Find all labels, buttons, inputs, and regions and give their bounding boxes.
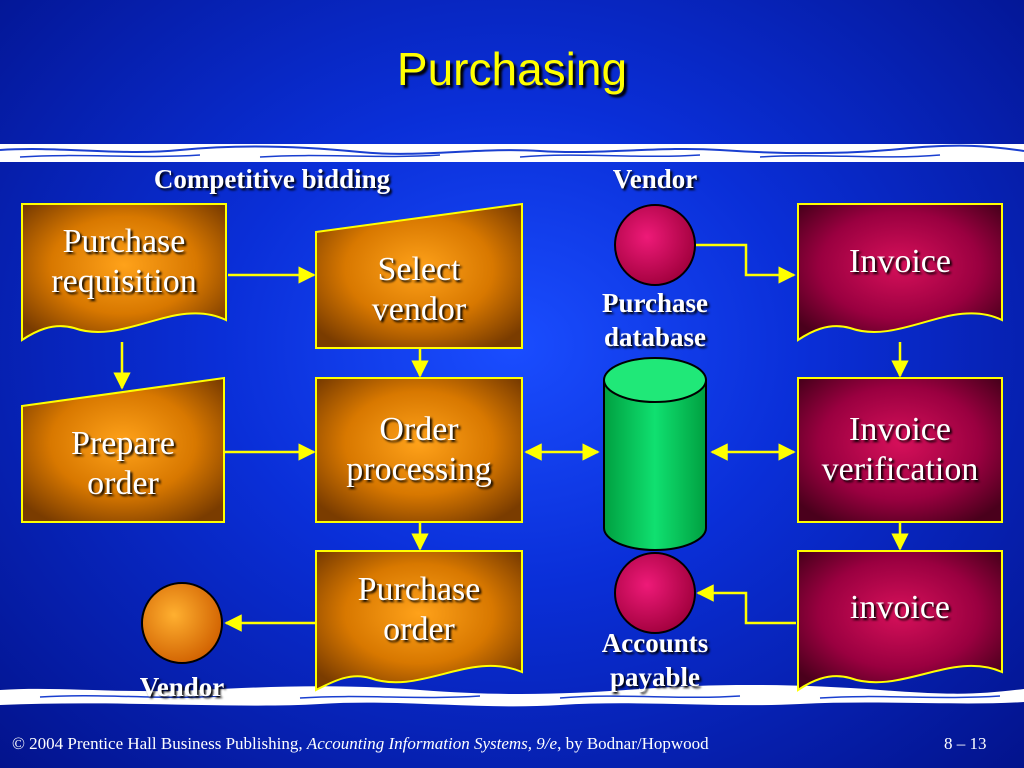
purchase-requisition-node [21,203,227,342]
competitive-bidding-label: Competitive bidding [153,164,391,194]
purchase-requisition-line1: Purchase [62,223,186,260]
invoice-verification-node [797,377,1003,523]
connectors [113,243,909,632]
accounts-payable-label-line1: Accounts [601,628,709,658]
slide-title: Purchasing [396,43,628,95]
purchase-database-label-line1: Purchase [602,288,708,318]
invoice-verification-line2: verification [821,451,979,488]
invoice-verification-text: Invoice verification [798,410,1002,490]
footer-prefix: © 2004 Prentice Hall Business Publishing… [12,734,307,753]
select-vendor-line2: vendor [371,291,467,328]
vendor-bottom-label: Vendor [139,672,225,702]
purchase-order-text: Purchase order [316,570,522,650]
prepare-order-line2: order [87,465,159,502]
order-processing-line2: processing [346,451,492,488]
slide-number: 8 – 13 [944,734,987,753]
footer-book-title: Accounting Information Systems, 9/e [306,734,558,753]
purchase-requisition-text: Purchase requisition [22,222,226,302]
vendor-top-label: Vendor [612,164,698,194]
purchase-requisition-line2: requisition [51,263,197,300]
arrow-vendor-to-invoice [696,243,796,284]
select-vendor-node [315,202,523,349]
invoice-node [797,203,1003,342]
accounts-payable-circle [614,552,696,634]
prepare-order-text: Prepare order [22,424,224,504]
purchase-database-cylinder [603,357,707,551]
select-vendor-line1: Select [377,251,461,288]
vendor-bottom-circle [141,582,223,664]
purchase-order-line1: Purchase [357,571,481,608]
purchase-order-node [315,550,523,692]
purchase-database-label-line2: database [603,322,706,352]
select-vendor-text: Select vendor [316,250,522,330]
prepare-order-node [21,376,225,523]
invoice-lower-text: invoice [849,589,951,626]
footer-suffix: , by Bodnar/Hopwood [557,734,709,753]
footer-copyright: © 2004 Prentice Hall Business Publishing… [12,734,709,754]
invoice-verification-line1: Invoice [849,411,951,448]
order-processing-text: Order processing [316,410,522,490]
vendor-top-circle [614,204,696,286]
arrow-invoice-to-accounts-payable [696,584,796,625]
divider-band [0,144,1024,707]
invoice-lower-node [797,550,1003,692]
purchase-order-line2: order [383,611,455,648]
order-processing-line1: Order [379,411,459,448]
invoice-text: Invoice [849,243,951,280]
order-processing-node [315,377,523,523]
prepare-order-line1: Prepare [71,425,175,462]
accounts-payable-label-line2: payable [609,662,701,692]
